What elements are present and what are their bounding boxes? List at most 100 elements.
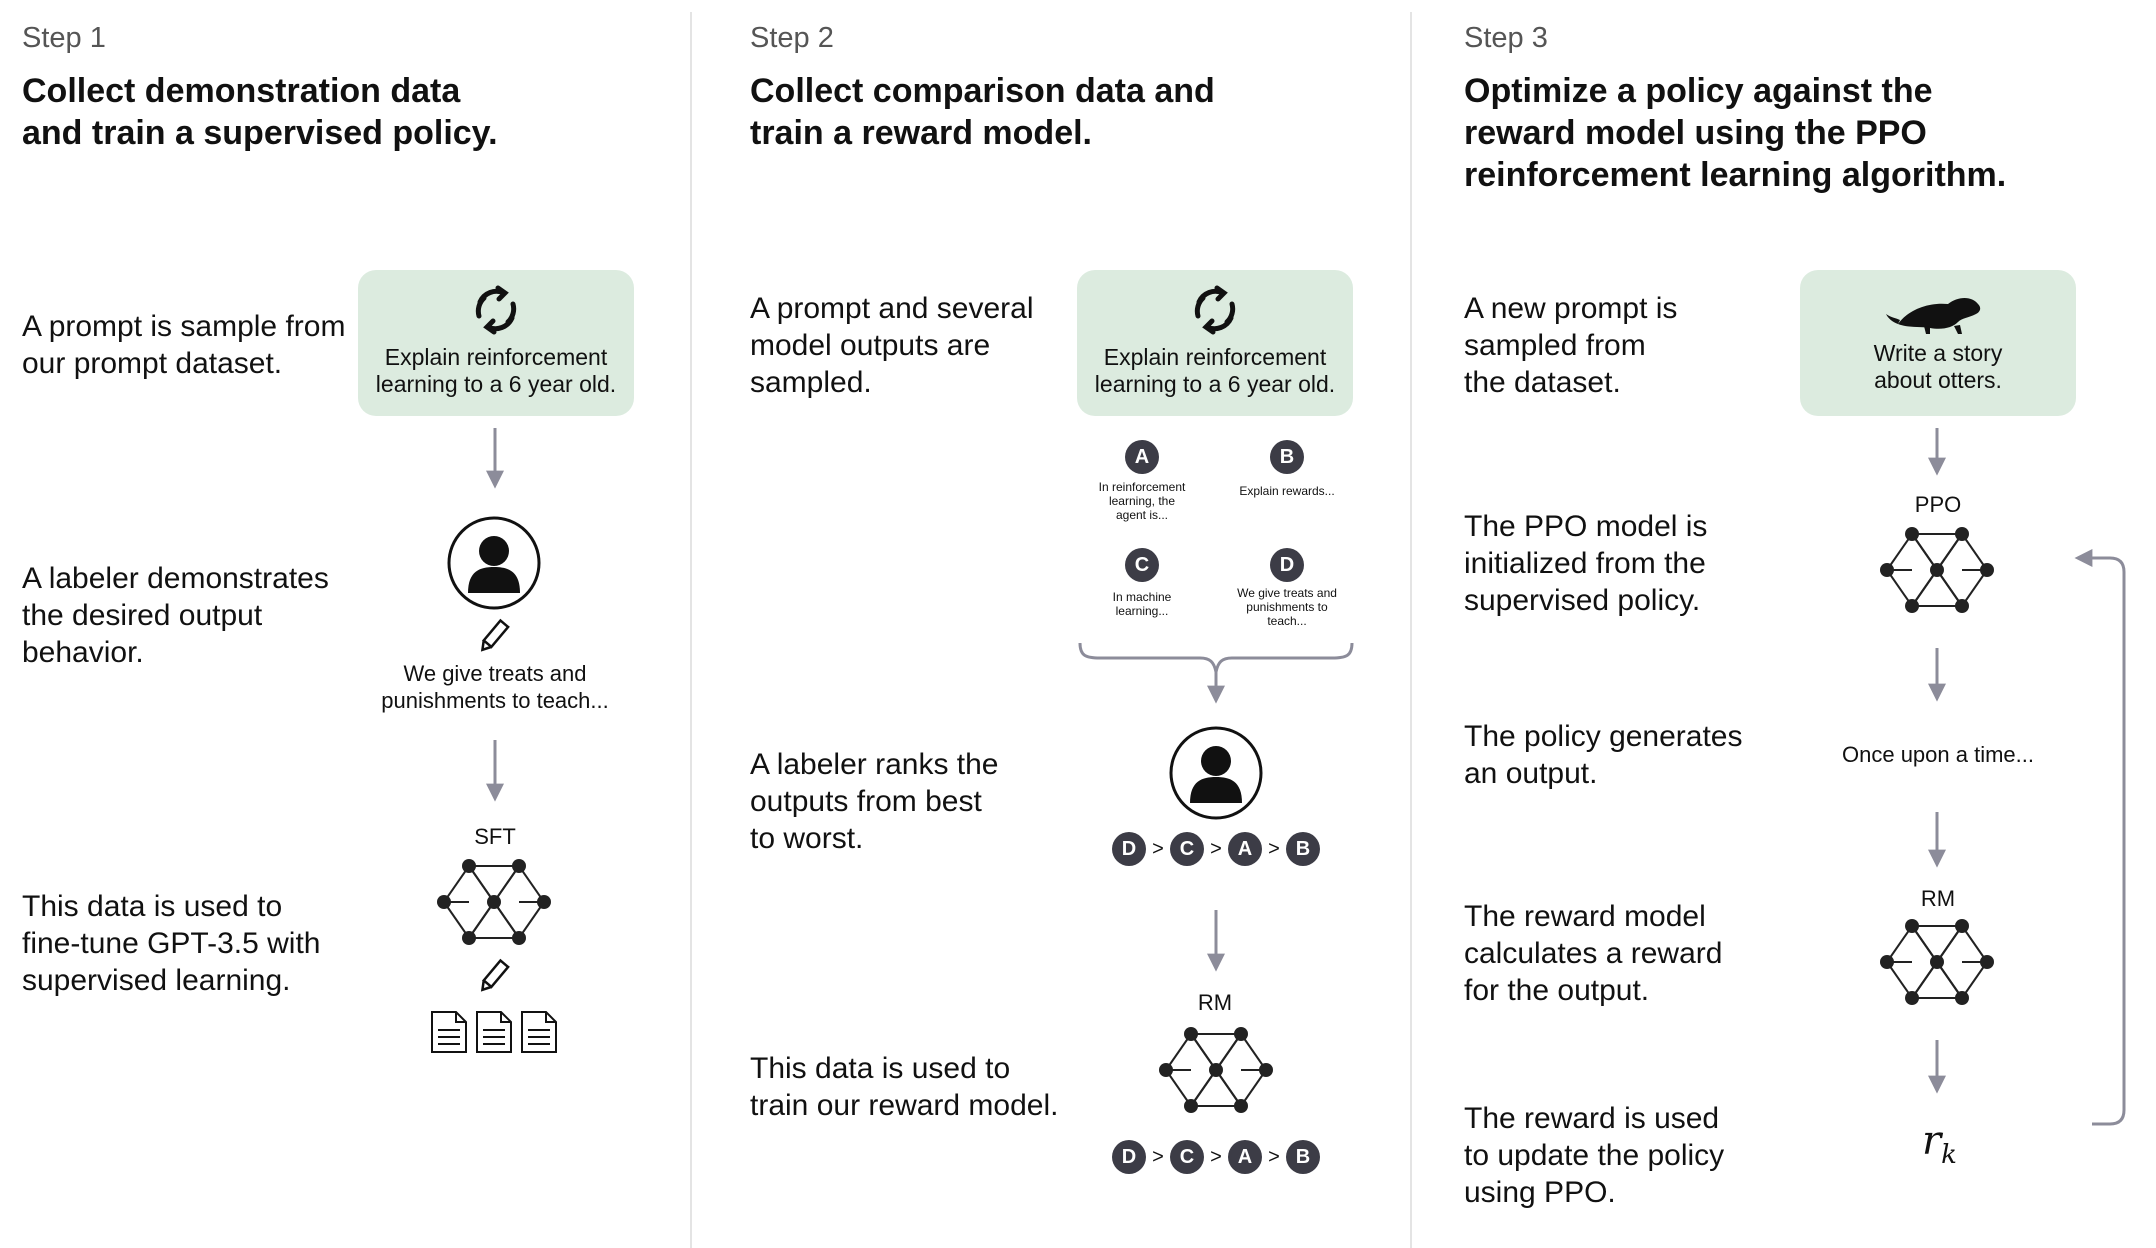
step3-output-text: Once upon a time...	[1842, 742, 2034, 767]
rank-badge-1: D	[1112, 832, 1146, 866]
step3-desc2-line1: The PPO model is	[1464, 510, 1708, 543]
ppo-network-icon	[1880, 527, 1994, 613]
step3-desc5-line3: using PPO.	[1464, 1176, 1616, 1209]
step3-desc5-line1: The reward is used	[1464, 1102, 1720, 1135]
step1-label: Step 1	[22, 22, 106, 54]
step2-desc2-line3: to worst.	[750, 822, 864, 855]
step3-desc2-line2: initialized from the	[1464, 547, 1706, 580]
output-d-line2: punishments to	[1246, 600, 1328, 614]
step3-label: Step 3	[1464, 22, 1548, 54]
rank-badge-3: A	[1228, 832, 1262, 866]
rank-badge-2: C	[1170, 832, 1204, 866]
step3-desc4-line1: The reward model	[1464, 900, 1706, 933]
step2-desc2-line2: outputs from best	[750, 785, 982, 818]
step3-desc1-line3: the dataset.	[1464, 366, 1621, 399]
step1-desc2-line2: the desired output	[22, 599, 263, 632]
rm-rank-badge-4: B	[1286, 1140, 1320, 1174]
step2-prompt-line1: Explain reinforcement	[1103, 344, 1327, 370]
step2-desc-ranks: A labeler ranks the outputs from best to…	[750, 746, 998, 857]
rank-gt-2: >	[1210, 837, 1222, 860]
output-text-a: In reinforcement learning, the agent is.…	[1082, 480, 1202, 522]
step2-rm-label: RM	[1197, 990, 1233, 1015]
rm-rank-gt-2: >	[1210, 1145, 1222, 1168]
column-divider-1	[690, 12, 692, 1248]
step3-desc1-line1: A new prompt is	[1464, 292, 1678, 325]
output-a-line2: learning, the	[1108, 494, 1176, 508]
output-a-line1: In reinforcement	[1098, 480, 1186, 494]
step3-desc-ppo-init: The PPO model is initialized from the su…	[1464, 508, 1707, 619]
rank-gt-3: >	[1268, 837, 1280, 860]
pencil-icon	[480, 618, 510, 652]
step1-sft-label: SFT	[474, 824, 516, 849]
step3-prompt-line2: about otters.	[1874, 367, 2002, 393]
rm-rank-gt-3: >	[1268, 1145, 1280, 1168]
step1-desc2-line1: A labeler demonstrates	[22, 562, 329, 595]
step3-prompt-line1: Write a story	[1873, 340, 2003, 366]
step3-desc4-line2: calculates a reward	[1464, 937, 1723, 970]
step2-title-line2: train a reward model.	[750, 114, 1092, 152]
labeler-avatar-icon-2	[1169, 726, 1263, 820]
step3-desc-generate: The policy generates an output.	[1464, 718, 1743, 792]
step3-rm-label: RM	[1920, 886, 1956, 911]
output-text-d: We give treats and punishments to teach.…	[1222, 586, 1352, 628]
step1-title: Collect demonstration data and train a s…	[22, 70, 662, 154]
output-text-b: Explain rewards...	[1227, 484, 1347, 498]
step2-desc2-line1: A labeler ranks the	[750, 748, 999, 781]
reward-symbol: rk	[1922, 1118, 1957, 1170]
step1-desc-labeler: A labeler demonstrates the desired outpu…	[22, 560, 329, 671]
step1-demo-line1: We give treats and	[403, 661, 587, 686]
refresh-icon	[475, 285, 517, 335]
step2-desc-prompt: A prompt and several model outputs are s…	[750, 290, 1034, 401]
step1-desc-prompt: A prompt is sample from our prompt datas…	[22, 308, 345, 382]
step2-desc3-line2: train our reward model.	[750, 1089, 1059, 1122]
pencil-icon-2	[480, 958, 510, 992]
rm-network-icon-2	[1880, 919, 1994, 1005]
rm-network-icon	[1159, 1027, 1273, 1113]
rm-rank-badge-1: D	[1112, 1140, 1146, 1174]
rm-rank-gt-1: >	[1152, 1145, 1164, 1168]
otter-icon	[1886, 298, 1981, 334]
rm-rank-badge-3: A	[1228, 1140, 1262, 1174]
step3-desc4-line3: for the output.	[1464, 974, 1650, 1007]
step3-desc-update: The reward is used to update the policy …	[1464, 1100, 1724, 1211]
step1-title-line2: and train a supervised policy.	[22, 114, 498, 152]
rm-rank-badge-2: C	[1170, 1140, 1204, 1174]
sft-network-icon	[437, 859, 551, 945]
column-divider-2	[1410, 12, 1412, 1248]
step1-prompt-line2: learning to a 6 year old.	[375, 371, 617, 397]
step3-title: Optimize a policy against the reward mod…	[1464, 70, 2124, 196]
output-d-line1: We give treats and	[1237, 586, 1337, 600]
step2-title-line1: Collect comparison data and	[750, 72, 1215, 110]
output-badge-b: B	[1270, 440, 1304, 474]
step1-desc2-line3: behavior.	[22, 636, 144, 669]
step1-desc3-line1: This data is used to	[22, 890, 283, 923]
ranking-row-rm: D > C > A > B	[1112, 1140, 1320, 1174]
output-c-line2: learning...	[1115, 604, 1169, 618]
step2-desc1-line1: A prompt and several	[750, 292, 1034, 325]
labeler-avatar-icon	[447, 516, 541, 610]
step3-title-line3: reinforcement learning algorithm.	[1464, 156, 2007, 194]
step1-desc-finetune: This data is used to fine-tune GPT-3.5 w…	[22, 888, 320, 999]
step1-desc3-line2: fine-tune GPT-3.5 with	[22, 927, 321, 960]
step2-desc-train: This data is used to train our reward mo…	[750, 1050, 1058, 1124]
step3-desc2-line3: supervised policy.	[1464, 584, 1701, 617]
reward-r: r	[1922, 1118, 1942, 1164]
output-b-line1: Explain rewards...	[1239, 484, 1335, 498]
step1-prompt-line1: Explain reinforcement	[384, 344, 608, 370]
reward-k: k	[1941, 1140, 1957, 1170]
step3-desc-reward: The reward model calculates a reward for…	[1464, 898, 1722, 1009]
step1-prompt-card: Explain reinforcement learning to a 6 ye…	[358, 270, 634, 416]
step1-desc1-line1: A prompt is sample from	[22, 310, 346, 343]
step2-prompt-line2: learning to a 6 year old.	[1094, 371, 1336, 397]
output-badge-d: D	[1270, 548, 1304, 582]
step2-title: Collect comparison data and train a rewa…	[750, 70, 1390, 154]
step3-desc3-line1: The policy generates	[1464, 720, 1743, 753]
step2-label: Step 2	[750, 22, 834, 54]
step3-desc3-line2: an output.	[1464, 757, 1598, 790]
rank-gt-1: >	[1152, 837, 1164, 860]
feedback-loop-arrow	[2074, 549, 2126, 1126]
step3-title-line2: reward model using the PPO	[1464, 114, 1927, 152]
output-c-line1: In machine	[1112, 590, 1172, 604]
step1-desc3-line3: supervised learning.	[22, 964, 291, 997]
step2-desc3-line1: This data is used to	[750, 1052, 1011, 1085]
